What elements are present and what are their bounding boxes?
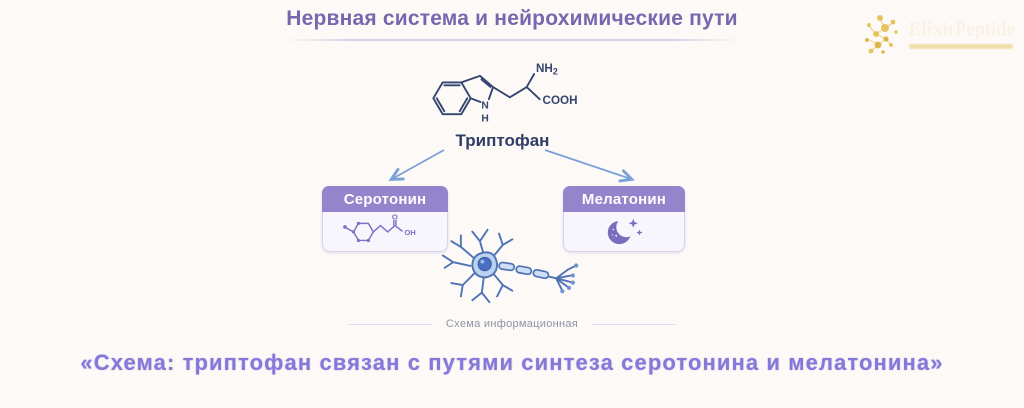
divider-line-left bbox=[347, 323, 432, 325]
divider-line-right bbox=[592, 323, 677, 325]
arrow-to-serotonin bbox=[388, 149, 445, 182]
melatonin-card-header: Мелатонин bbox=[563, 186, 685, 212]
divider-label: Схема информационная bbox=[445, 318, 579, 330]
tryptophan-structure-icon: N H NH2 COOH bbox=[432, 62, 578, 125]
crescent-moon-icon bbox=[607, 216, 643, 244]
melatonin-card: Мелатонин bbox=[563, 186, 685, 252]
pathway-arrows bbox=[388, 149, 635, 183]
logo-badge: ElixirPeptide bbox=[860, 10, 1016, 60]
logo-text-column: ElixirPeptide bbox=[909, 10, 1016, 49]
neuron-nucleus bbox=[477, 256, 492, 272]
amine-label: NH bbox=[536, 62, 553, 75]
logo-name: ElixirPeptide bbox=[909, 19, 1016, 40]
ring-hydrogen-label: H bbox=[481, 114, 488, 125]
ring-nitrogen-label: N bbox=[481, 101, 488, 112]
arrow-to-melatonin bbox=[544, 149, 635, 183]
caption: «Схема: триптофан связан с путями синтез… bbox=[80, 350, 944, 375]
hydroxyl-label: OH bbox=[404, 228, 415, 237]
serotonin-card-header: Серотонин bbox=[322, 186, 448, 212]
divider: Схема информационная bbox=[0, 318, 1024, 330]
logo-tagline bbox=[909, 44, 1013, 49]
sparkle-star-small bbox=[636, 228, 643, 236]
serotonin-molecule-icon: O OH bbox=[343, 213, 416, 242]
serotonin-card-body: O OH bbox=[323, 212, 447, 249]
title-underline bbox=[284, 39, 740, 41]
amine-subscript: 2 bbox=[553, 66, 558, 76]
melatonin-card-body bbox=[564, 212, 684, 249]
acid-label: COOH bbox=[543, 94, 578, 107]
sparkle-star-large bbox=[628, 218, 638, 228]
molecule-icon bbox=[865, 15, 898, 54]
tryptophan-label: Триптофан bbox=[455, 131, 550, 150]
neuron-icon bbox=[441, 228, 579, 304]
page-title: Нервная система и нейрохимические пути bbox=[286, 7, 738, 30]
melatonin-label: Мелатонин bbox=[581, 190, 667, 208]
carbonyl-oxygen-label: O bbox=[392, 213, 398, 221]
serotonin-card: Серотонин O OH bbox=[322, 186, 448, 252]
svg-text:NH2: NH2 bbox=[536, 62, 558, 76]
serotonin-label: Серотонин bbox=[343, 190, 427, 208]
